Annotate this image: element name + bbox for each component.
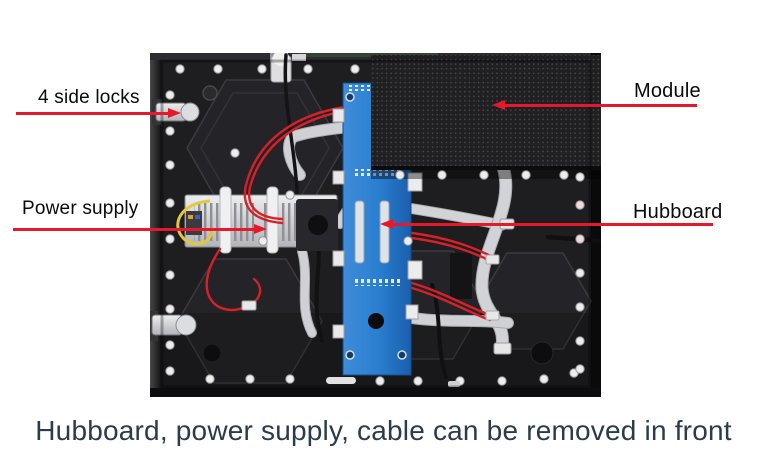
module-arrowhead-icon [492,100,505,110]
figure-caption: Hubboard, power supply, cable can be rem… [35,415,732,446]
module-arrow-line [504,104,697,107]
ribbon-cables [283,119,515,355]
hubboard-label: Hubboard [633,201,723,223]
yellow-wire [176,199,214,246]
hubboard-arrowhead-icon [380,219,393,229]
side-locks-arrow-line [16,112,170,115]
bottom-fixtures [202,341,554,387]
module-label: Module [634,80,701,102]
led-module [371,55,601,179]
power-supply-arrowhead-icon [254,224,267,234]
screw-dots [165,64,585,386]
red-wires [205,103,497,322]
power-supply-label: Power supply [22,198,139,219]
power-supply-arrow-line [13,228,256,231]
wire-connectors [241,254,500,321]
side-locks-label: 4 side locks [38,87,140,108]
side-locks-arrowhead-icon [168,108,181,118]
hubboard-arrow-line [392,223,713,226]
power-supply-unit [176,186,338,254]
side-lock-bottom-left [150,311,197,341]
